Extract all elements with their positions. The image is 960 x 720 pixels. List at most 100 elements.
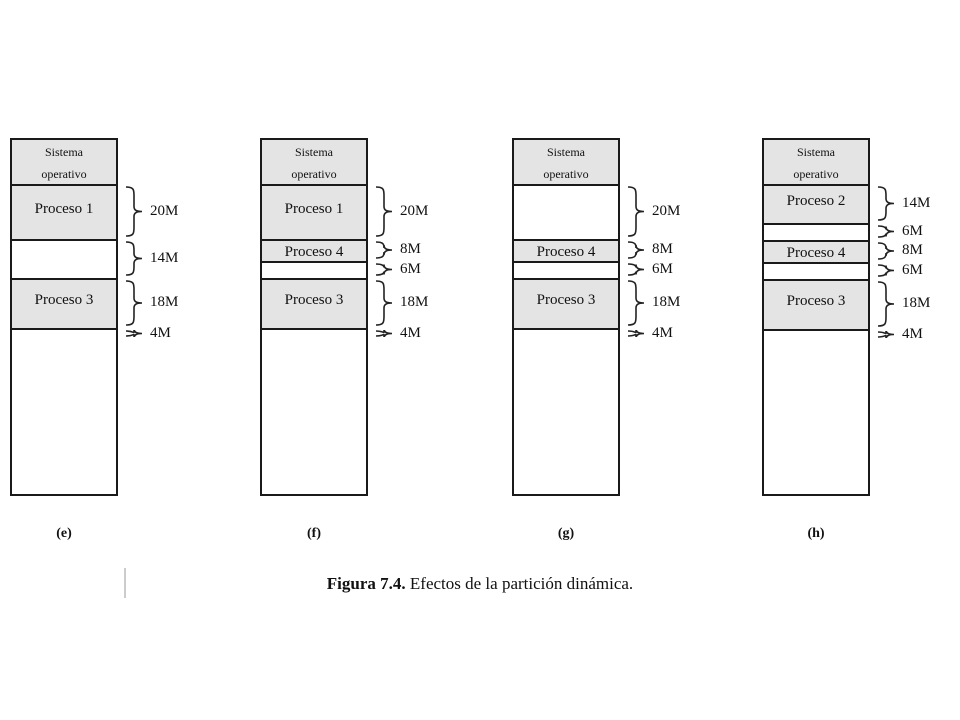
size-brace	[627, 280, 645, 326]
size-brace	[375, 263, 393, 276]
panel-label: (e)	[56, 526, 72, 541]
os-segment: Sistema operativo	[764, 140, 868, 186]
size-brace	[375, 241, 393, 259]
process-segment: Proceso 3	[764, 281, 868, 331]
size-brace	[627, 186, 645, 237]
figure-title: Efectos de la partición dinámica.	[409, 574, 634, 593]
size-brace	[877, 264, 895, 277]
size-brace	[125, 280, 143, 326]
size-brace	[375, 280, 393, 326]
process-segment: Proceso 4	[262, 241, 366, 263]
free-segment	[12, 241, 116, 280]
figure-caption: Figura 7.4. Efectos de la partición diná…	[0, 574, 960, 594]
size-brace	[877, 225, 895, 238]
os-label-line1: Sistema	[547, 145, 585, 159]
size-brace	[375, 186, 393, 237]
scan-artifact-mark	[124, 568, 126, 598]
os-label-line1: Sistema	[45, 145, 83, 159]
size-label: 4M	[902, 325, 923, 342]
process-label: Proceso 4	[786, 245, 846, 261]
process-segment: Proceso 1	[262, 186, 366, 241]
process-segment: Proceso 3	[514, 280, 618, 330]
os-label-line2: operativo	[543, 167, 589, 181]
size-brace	[375, 330, 393, 337]
process-label: Proceso 4	[536, 244, 596, 260]
process-label: Proceso 3	[536, 292, 596, 308]
process-label: Proceso 4	[284, 244, 344, 260]
free-segment	[764, 331, 868, 494]
size-label: 4M	[400, 324, 421, 341]
size-brace	[125, 241, 143, 276]
size-label: 8M	[400, 241, 421, 257]
size-label: 8M	[652, 241, 673, 257]
size-brace	[877, 186, 895, 221]
os-segment: Sistema operativo	[514, 140, 618, 186]
os-label-line1: Sistema	[295, 145, 333, 159]
panel-label: (h)	[807, 526, 825, 541]
size-label: 4M	[150, 324, 171, 341]
free-segment	[514, 330, 618, 494]
panel-label: (g)	[557, 526, 575, 541]
figure-number: Figura 7.4.	[326, 574, 406, 593]
size-label: 4M	[652, 324, 673, 341]
process-segment: Proceso 4	[764, 242, 868, 264]
free-segment	[764, 225, 868, 242]
free-segment	[514, 263, 618, 280]
size-label: 20M	[400, 202, 429, 219]
process-label: Proceso 2	[786, 193, 846, 209]
free-segment	[262, 263, 366, 280]
process-label: Proceso 3	[34, 292, 94, 308]
size-label: 6M	[400, 260, 421, 277]
size-label: 18M	[902, 295, 931, 311]
panel-label: (f)	[307, 526, 321, 541]
process-label: Proceso 1	[284, 201, 344, 217]
process-segment: Proceso 1	[12, 186, 116, 241]
os-label: Sistema operativo	[514, 141, 618, 185]
size-brace	[627, 263, 645, 276]
process-label: Proceso 3	[786, 293, 846, 309]
size-label: 6M	[652, 260, 673, 277]
process-segment: Proceso 3	[12, 280, 116, 330]
size-label: 14M	[150, 249, 179, 266]
size-label: 6M	[902, 222, 923, 239]
os-segment: Sistema operativo	[262, 140, 366, 186]
free-segment	[12, 330, 116, 494]
size-brace	[125, 186, 143, 237]
size-label: 18M	[652, 294, 681, 310]
free-segment	[262, 330, 366, 494]
os-label: Sistema operativo	[12, 141, 116, 185]
os-label-line2: operativo	[291, 167, 337, 181]
size-brace	[627, 241, 645, 259]
process-segment: Proceso 3	[262, 280, 366, 330]
os-label: Sistema operativo	[764, 141, 868, 185]
process-label: Proceso 1	[34, 201, 94, 217]
os-label-line2: operativo	[793, 167, 839, 181]
os-segment: Sistema operativo	[12, 140, 116, 186]
size-brace	[877, 331, 895, 338]
process-segment: Proceso 4	[514, 241, 618, 263]
free-segment	[514, 186, 618, 241]
size-label: 18M	[150, 294, 179, 310]
size-brace	[877, 281, 895, 327]
os-label-line2: operativo	[41, 167, 87, 181]
size-label: 6M	[902, 261, 923, 278]
size-label: 18M	[400, 294, 429, 310]
os-label: Sistema operativo	[262, 141, 366, 185]
free-segment	[764, 264, 868, 281]
size-brace	[627, 330, 645, 337]
size-label: 20M	[652, 202, 681, 219]
process-label: Proceso 3	[284, 292, 344, 308]
size-label: 20M	[150, 202, 179, 219]
size-label: 8M	[902, 242, 923, 258]
os-label-line1: Sistema	[797, 145, 835, 159]
process-segment: Proceso 2	[764, 186, 868, 225]
